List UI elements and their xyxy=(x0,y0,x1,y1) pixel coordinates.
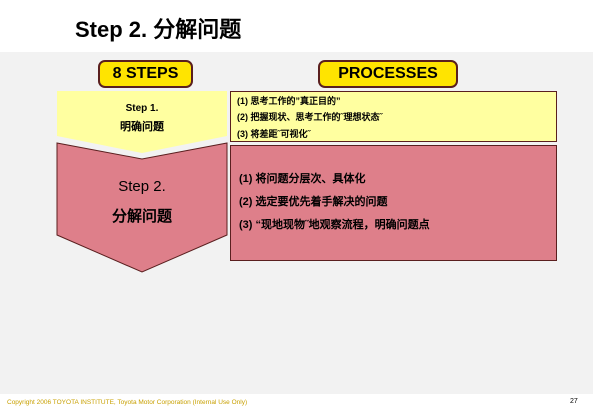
step2-processes-box: (1) 将问题分层次、具体化 (2) 选定要优先着手解决的问题 (3) “现地现… xyxy=(230,145,557,261)
title-bar: Step 2. 分解问题 xyxy=(0,0,593,52)
step1-title: 明确问题 xyxy=(120,121,164,133)
step2-label: Step 2. xyxy=(118,178,166,195)
steps-header: 8 STEPS xyxy=(98,60,193,88)
page-title: Step 2. 分解问题 xyxy=(75,17,242,42)
step1-label: Step 1. xyxy=(125,103,159,114)
step2-process-item: (3) “现地现物˝地观察流程，明确问题点 xyxy=(239,219,430,231)
step2-process-item: (2) 选定要优先着手解决的问题 xyxy=(239,196,388,208)
step1-processes-box: (1) 思考工作的”真正目的” (2) 把握现状、思考工作的˝理想状态˝ (3)… xyxy=(230,91,557,142)
step1-process-item: (1) 思考工作的”真正目的” xyxy=(237,96,341,106)
page-number: 27 xyxy=(570,398,578,405)
step2-process-item: (1) 将问题分层次、具体化 xyxy=(239,173,366,185)
footer-copyright: Copyright 2006 TOYOTA INSTITUTE, Toyota … xyxy=(7,399,248,406)
step2-title: 分解问题 xyxy=(111,208,172,225)
step1-process-item: (2) 把握现状、思考工作的˝理想状态˝ xyxy=(237,112,383,122)
processes-header: PROCESSES xyxy=(318,60,458,88)
step1-process-item: (3) 将差距˝可视化˝ xyxy=(237,129,311,139)
step1-box: Step 1. 明确问题 xyxy=(57,91,227,136)
